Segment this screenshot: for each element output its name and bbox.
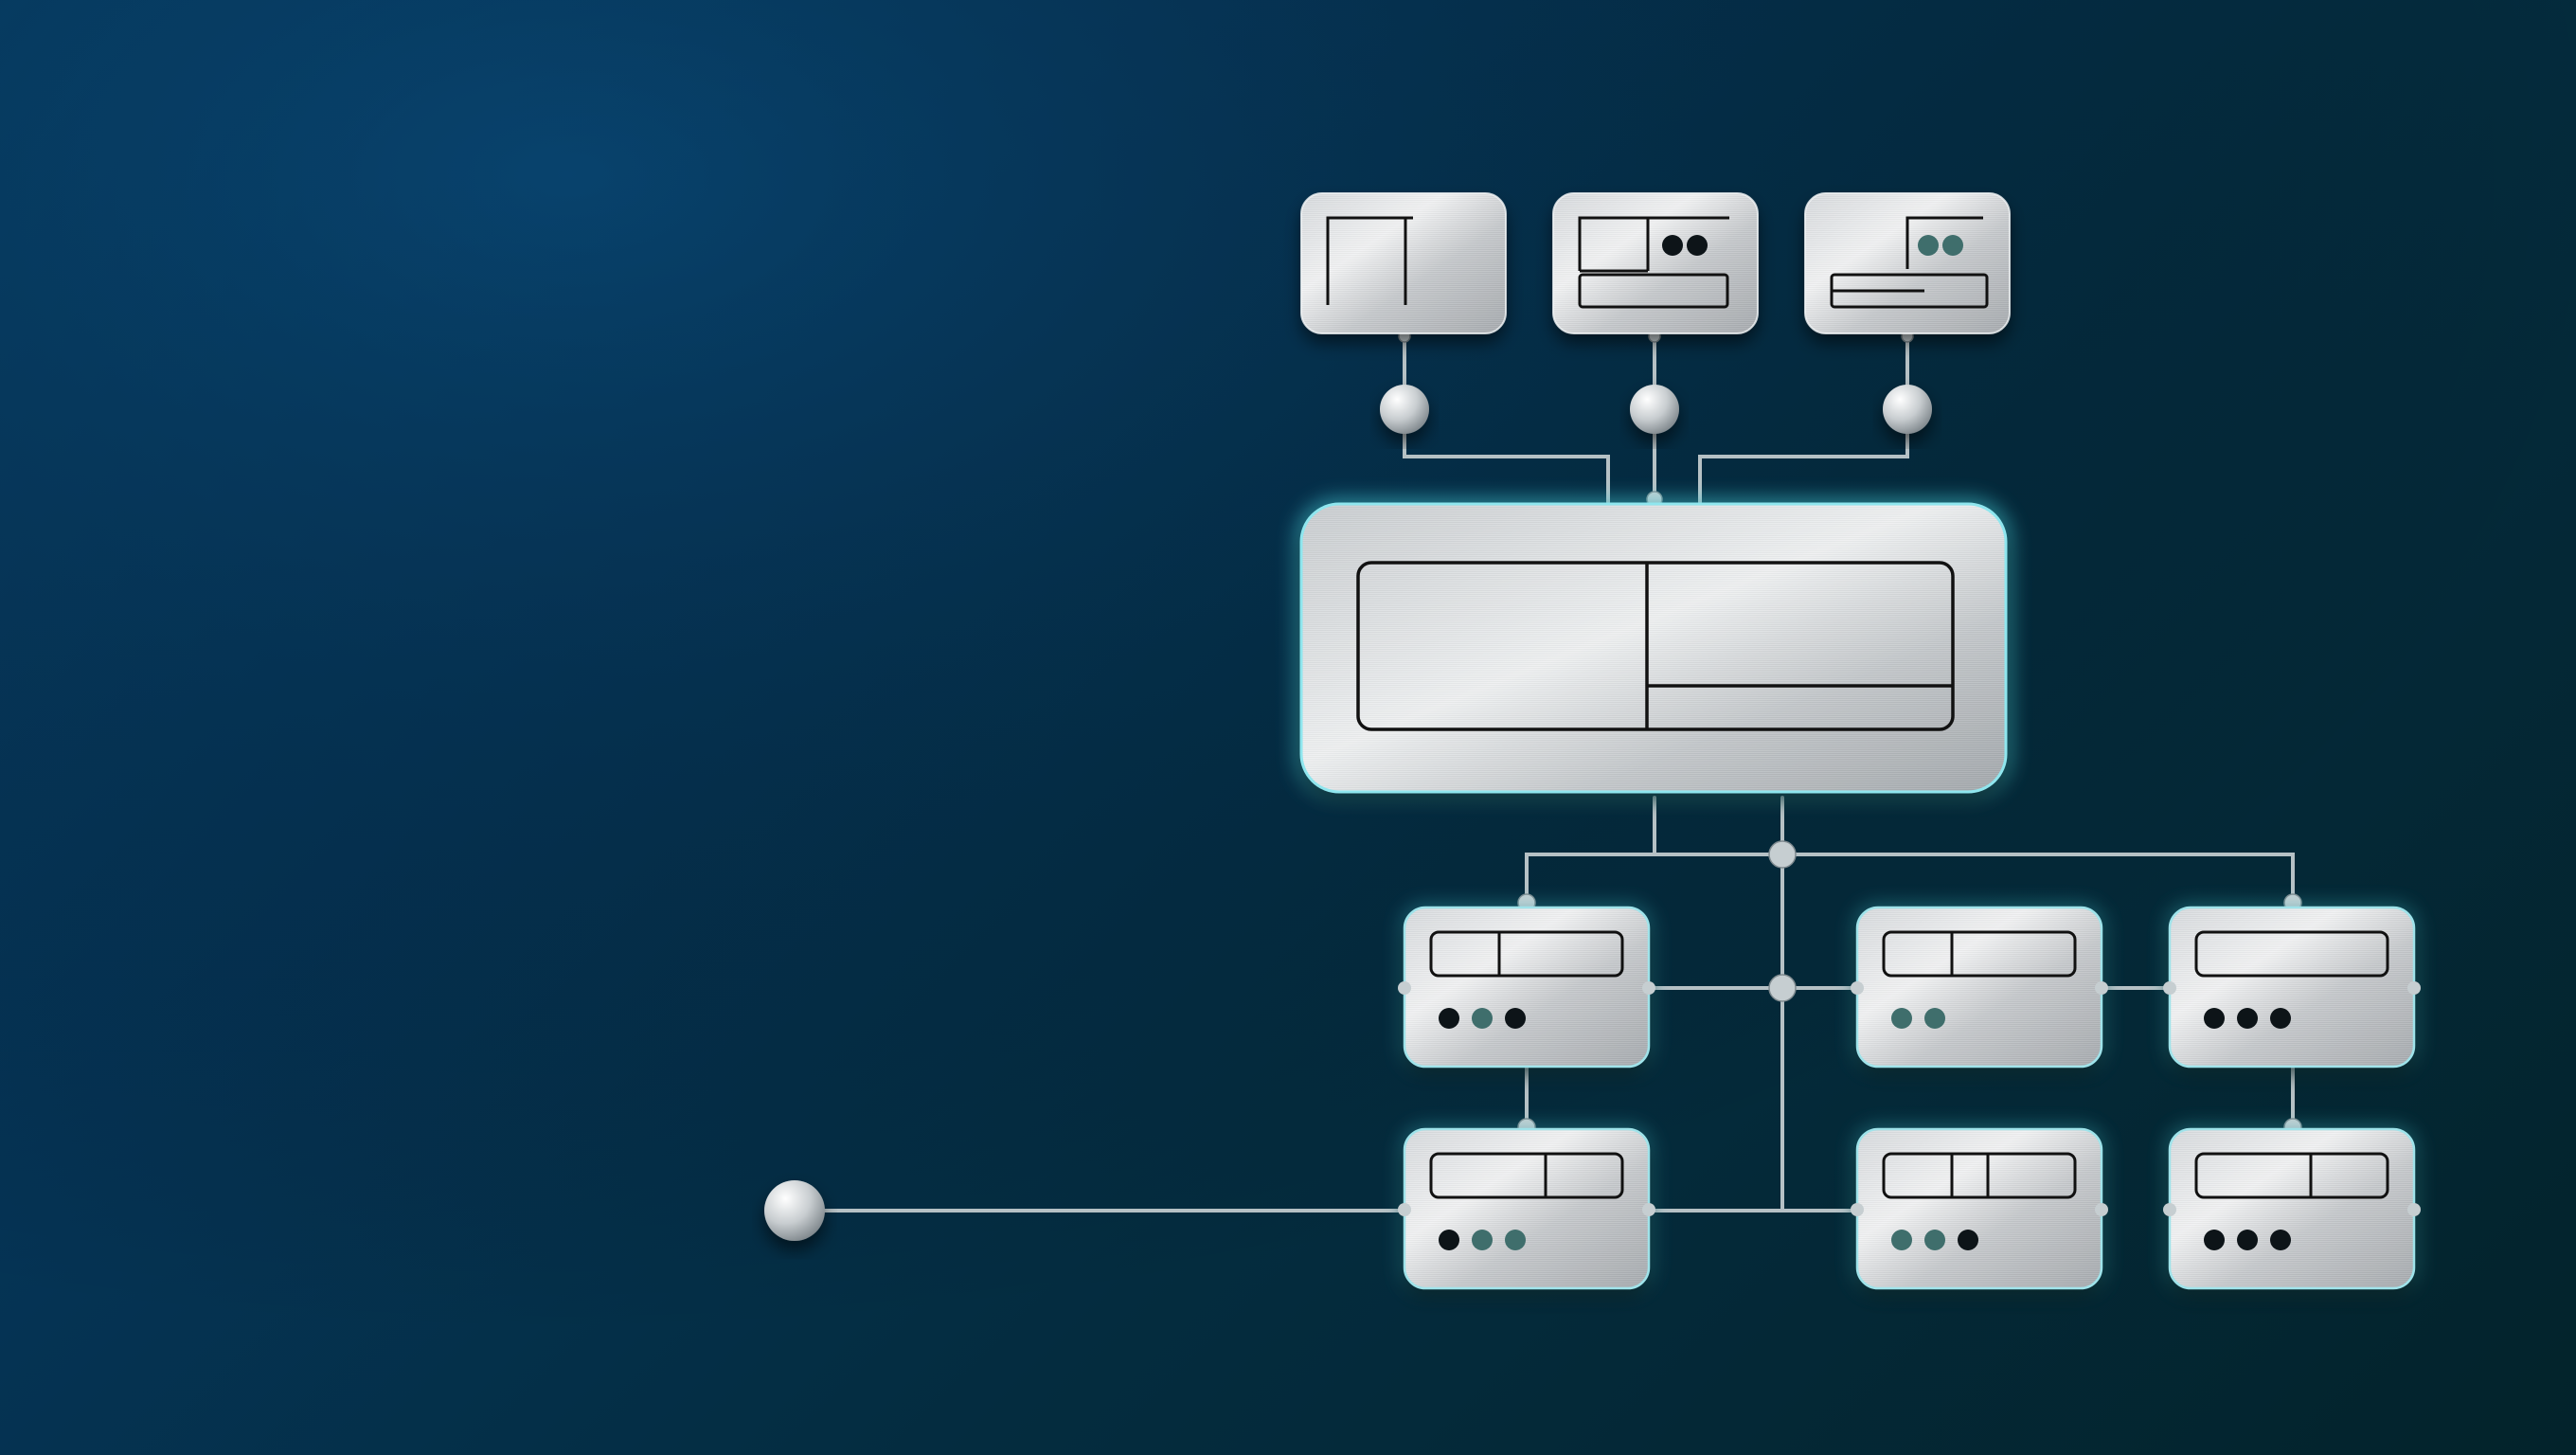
- connector-line: [1403, 430, 1610, 504]
- status-dot: [2204, 1008, 2225, 1029]
- status-dot: [1942, 235, 1963, 256]
- row-modules: [1398, 905, 2421, 1291]
- status-dot: [2237, 1008, 2258, 1029]
- frame-with-bar-icon: [1578, 216, 1729, 309]
- two-cell-bar-icon: [1882, 930, 2077, 978]
- status-dot: [2270, 1008, 2291, 1029]
- status-dot: [2270, 1230, 2291, 1250]
- two-cell-bar-icon: [1429, 1152, 1624, 1199]
- port-node: [2407, 1203, 2421, 1216]
- row-module[interactable]: [1398, 905, 1655, 1069]
- connector-sphere-icon: [1380, 385, 1429, 434]
- status-dot: [2204, 1230, 2225, 1250]
- status-dot: [1891, 1230, 1912, 1250]
- top-module-1[interactable]: [1300, 192, 1507, 334]
- status-dot: [1472, 1008, 1493, 1029]
- port-node: [1398, 1203, 1411, 1216]
- row-module[interactable]: [1398, 1126, 1655, 1291]
- junction-node: [1768, 840, 1797, 869]
- top-module-3[interactable]: [1804, 192, 2011, 334]
- connector-line: [1525, 853, 2295, 909]
- sphere-node-icon[interactable]: [764, 1180, 825, 1241]
- two-cell-bar-icon: [2194, 1152, 2389, 1199]
- status-dot: [1891, 1008, 1912, 1029]
- two-cell-bar-icon: [1429, 930, 1624, 978]
- central-module[interactable]: [1296, 498, 2012, 798]
- status-dot: [1924, 1008, 1945, 1029]
- status-dot: [1924, 1230, 1945, 1250]
- top-module-2[interactable]: [1552, 192, 1759, 334]
- port-node: [1398, 981, 1411, 995]
- frame-with-bar-icon: [1830, 216, 1989, 309]
- port-node: [2163, 1203, 2176, 1216]
- split-panel-frame-icon: [1356, 561, 1955, 731]
- connector-sphere-icon: [1630, 385, 1679, 434]
- status-dot: [1505, 1008, 1526, 1029]
- port-node: [2163, 981, 2176, 995]
- port-node: [2095, 981, 2108, 995]
- status-dot: [1958, 1230, 1978, 1250]
- port-node: [2407, 981, 2421, 995]
- port-node: [1642, 981, 1655, 995]
- status-dot: [1662, 235, 1683, 256]
- connector-sphere-icon: [1883, 385, 1932, 434]
- port-node: [1642, 1203, 1655, 1216]
- connector-line: [1698, 430, 1909, 504]
- port-node: [2095, 1203, 2108, 1216]
- status-dot: [1439, 1008, 1459, 1029]
- top-spheres: [1380, 385, 1932, 434]
- row-module[interactable]: [1851, 905, 2108, 1069]
- status-dot: [2237, 1230, 2258, 1250]
- row-module[interactable]: [2163, 905, 2421, 1069]
- row-module[interactable]: [2163, 1126, 2421, 1291]
- row-module[interactable]: [1851, 1126, 2108, 1291]
- status-dot: [1439, 1230, 1459, 1250]
- single-bar-icon: [2194, 930, 2389, 978]
- status-dot: [1918, 235, 1939, 256]
- three-cell-bar-icon: [1882, 1152, 2077, 1199]
- single-divider-frame-icon: [1326, 216, 1413, 305]
- status-dot: [1687, 235, 1708, 256]
- port-node: [1851, 981, 1864, 995]
- port-node: [1851, 1203, 1864, 1216]
- status-dot: [1505, 1230, 1526, 1250]
- status-dot: [1472, 1230, 1493, 1250]
- junction-node: [1768, 974, 1797, 1002]
